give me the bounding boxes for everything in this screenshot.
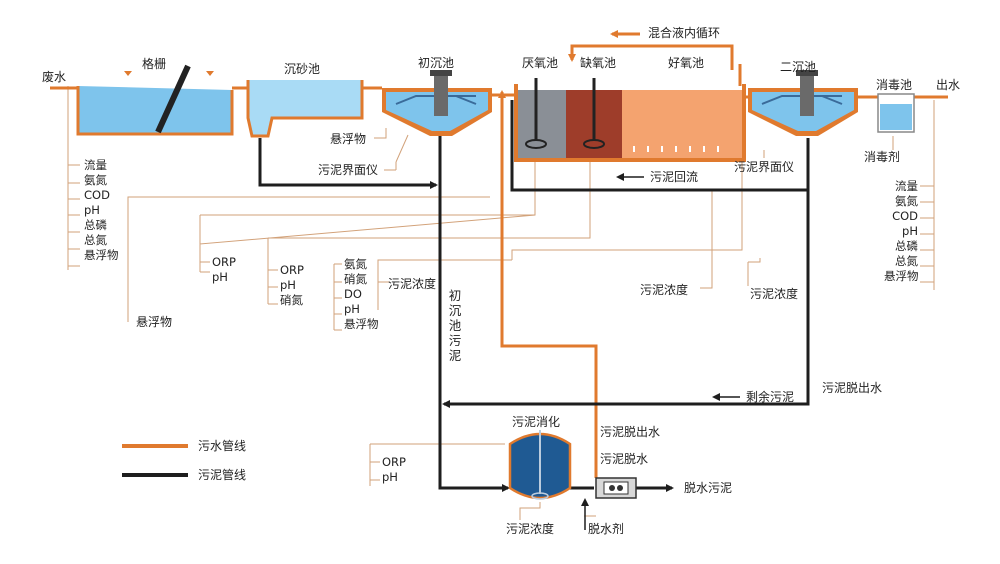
outlet-param-item: pH xyxy=(902,224,918,238)
label-sludge-conc-2: 污泥浓度 xyxy=(640,283,689,297)
grit-chamber xyxy=(246,80,364,138)
label-internal-recirculation: 混合液内循环 xyxy=(648,26,721,40)
sludge-lines xyxy=(258,100,810,530)
label-anoxic: 缺氧池 xyxy=(580,56,617,70)
anaerobic-param-item: ORP xyxy=(212,255,236,269)
dewatering-machine xyxy=(595,477,637,499)
label-anaerobic: 厌氧池 xyxy=(522,56,559,70)
label-sludge-filtrate-2: 污泥脱出水 xyxy=(600,425,661,439)
label-sludge-return: 污泥回流 xyxy=(650,170,699,184)
disinfection-tank xyxy=(877,93,915,133)
legend-sludge-label: 污泥管线 xyxy=(198,468,247,482)
label-dewatered-sludge: 脱水污泥 xyxy=(684,481,733,495)
flow-arrows xyxy=(616,173,740,401)
inlet-param-item: 总磷 xyxy=(84,218,107,232)
anaerobic-param-item: pH xyxy=(212,270,228,284)
label-sludge-conc-4: 污泥浓度 xyxy=(506,522,555,536)
label-sludge-dewatering: 污泥脱水 xyxy=(600,452,649,466)
label-primary-sludge: 初沉池污泥 xyxy=(448,288,462,363)
label-grid: 格栅 xyxy=(142,57,167,71)
aerobic-zone xyxy=(622,88,742,158)
grid-tank xyxy=(76,64,234,136)
primary-clarifier xyxy=(382,70,492,136)
legend-water-label: 污水管线 xyxy=(198,439,247,453)
label-sludge-interface-2: 污泥界面仪 xyxy=(734,160,795,174)
anoxic-param-item: pH xyxy=(280,278,296,292)
aerobic-param-item: 氨氮 xyxy=(344,257,367,271)
outlet-param-item: 氨氮 xyxy=(895,194,918,208)
outlet-param-item: 总磷 xyxy=(895,239,918,253)
inlet-param-item: 总氮 xyxy=(84,233,107,247)
outlet-param-item: 悬浮物 xyxy=(884,269,919,283)
label-suspended-solids-1: 悬浮物 xyxy=(330,132,367,146)
outlet-param-item: COD xyxy=(892,209,918,223)
label-disinfectant: 消毒剂 xyxy=(864,150,901,164)
inlet-param-item: pH xyxy=(84,203,100,217)
aerobic-param-item: 硝氮 xyxy=(344,272,367,286)
leader-lines xyxy=(67,86,935,520)
digester xyxy=(508,430,572,500)
label-excess-sludge: 剩余污泥 xyxy=(746,390,795,404)
aerobic-param-item: pH xyxy=(344,302,360,316)
digestion-param-item: pH xyxy=(382,470,398,484)
label-primary-clarifier: 初沉池 xyxy=(418,56,455,70)
label-sludge-digestion: 污泥消化 xyxy=(512,415,561,429)
label-sludge-conc-3: 污泥浓度 xyxy=(750,287,799,301)
outlet-param-item: 总氮 xyxy=(895,254,918,268)
inlet-param-item: COD xyxy=(84,188,110,202)
inlet-param-item: 悬浮物 xyxy=(84,248,119,262)
label-sludge-filtrate-1: 污泥脱出水 xyxy=(822,381,883,395)
label-effluent: 出水 xyxy=(936,78,961,92)
label-wastewater: 废水 xyxy=(42,70,67,84)
aerobic-param-item: 悬浮物 xyxy=(344,317,379,331)
label-grit-chamber: 沉砂池 xyxy=(284,62,321,76)
inlet-param-item: 流量 xyxy=(84,158,107,172)
label-aerobic: 好氧池 xyxy=(668,56,705,70)
inlet-param-item: 氨氮 xyxy=(84,173,107,187)
aerobic-param-item: DO xyxy=(344,287,362,301)
label-sludge-interface-1: 污泥界面仪 xyxy=(318,163,379,177)
secondary-clarifier xyxy=(748,70,858,136)
anoxic-param-item: 硝氮 xyxy=(280,293,303,307)
label-sludge-conc-1: 污泥浓度 xyxy=(388,277,437,291)
bioreactor xyxy=(514,64,746,162)
label-secondary-clarifier: 二沉池 xyxy=(780,60,817,74)
label-dewatering-agent: 脱水剂 xyxy=(588,522,625,536)
digestion-param-item: ORP xyxy=(382,455,406,469)
anoxic-param-item: ORP xyxy=(280,263,304,277)
label-disinfection: 消毒池 xyxy=(876,78,913,92)
grid-bar xyxy=(155,64,191,134)
label-suspended-solids-2: 悬浮物 xyxy=(136,315,173,329)
outlet-param-item: 流量 xyxy=(895,179,918,193)
